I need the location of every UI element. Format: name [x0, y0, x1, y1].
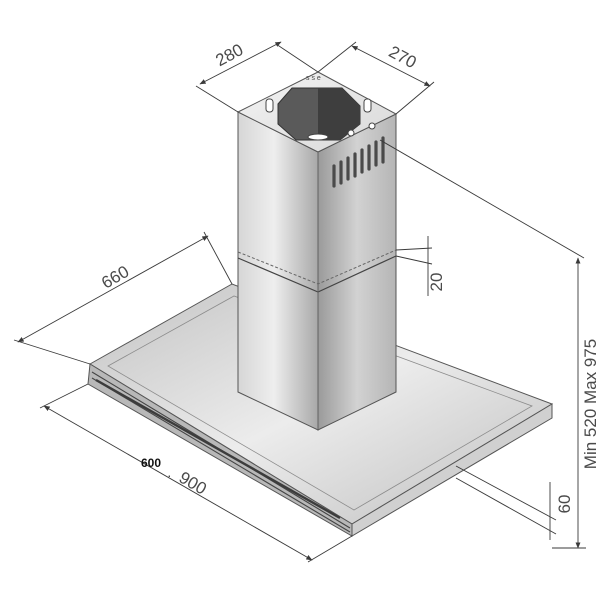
canopy-right-face	[351, 403, 553, 537]
dim-joint-gap: 20	[395, 236, 446, 296]
mount-hole-left	[265, 98, 274, 113]
mount-hole-corner-left	[347, 129, 355, 137]
duct-opening-shade	[318, 88, 360, 140]
dim-hood-width-separator: ·	[167, 467, 172, 483]
chimney: s s e	[236, 71, 398, 431]
top-tiny-marks: s s e	[306, 75, 321, 82]
dim-hood-depth-label: 660	[98, 262, 132, 293]
dim-chimney-depth-label: 270	[386, 42, 420, 72]
dim-hood-width-large-label: 900	[176, 468, 210, 499]
dim-hood-height: 60	[455, 465, 574, 540]
chimney-left-face	[237, 111, 319, 431]
dim-height-range-label: Min 520 Max 975	[581, 339, 600, 469]
dim-height-range: Min 520 Max 975	[379, 139, 600, 549]
mount-hole-right	[363, 98, 372, 113]
vent-slots	[332, 136, 385, 188]
mount-hole-front	[307, 133, 329, 141]
dim-joint-gap-label: 20	[427, 273, 446, 292]
dim-chimney-width-label: 280	[212, 40, 246, 70]
mount-hole-corner-right	[368, 122, 376, 130]
dim-hood-width-small-label: 600	[141, 456, 161, 470]
dim-hood-height-label: 60	[555, 495, 574, 514]
